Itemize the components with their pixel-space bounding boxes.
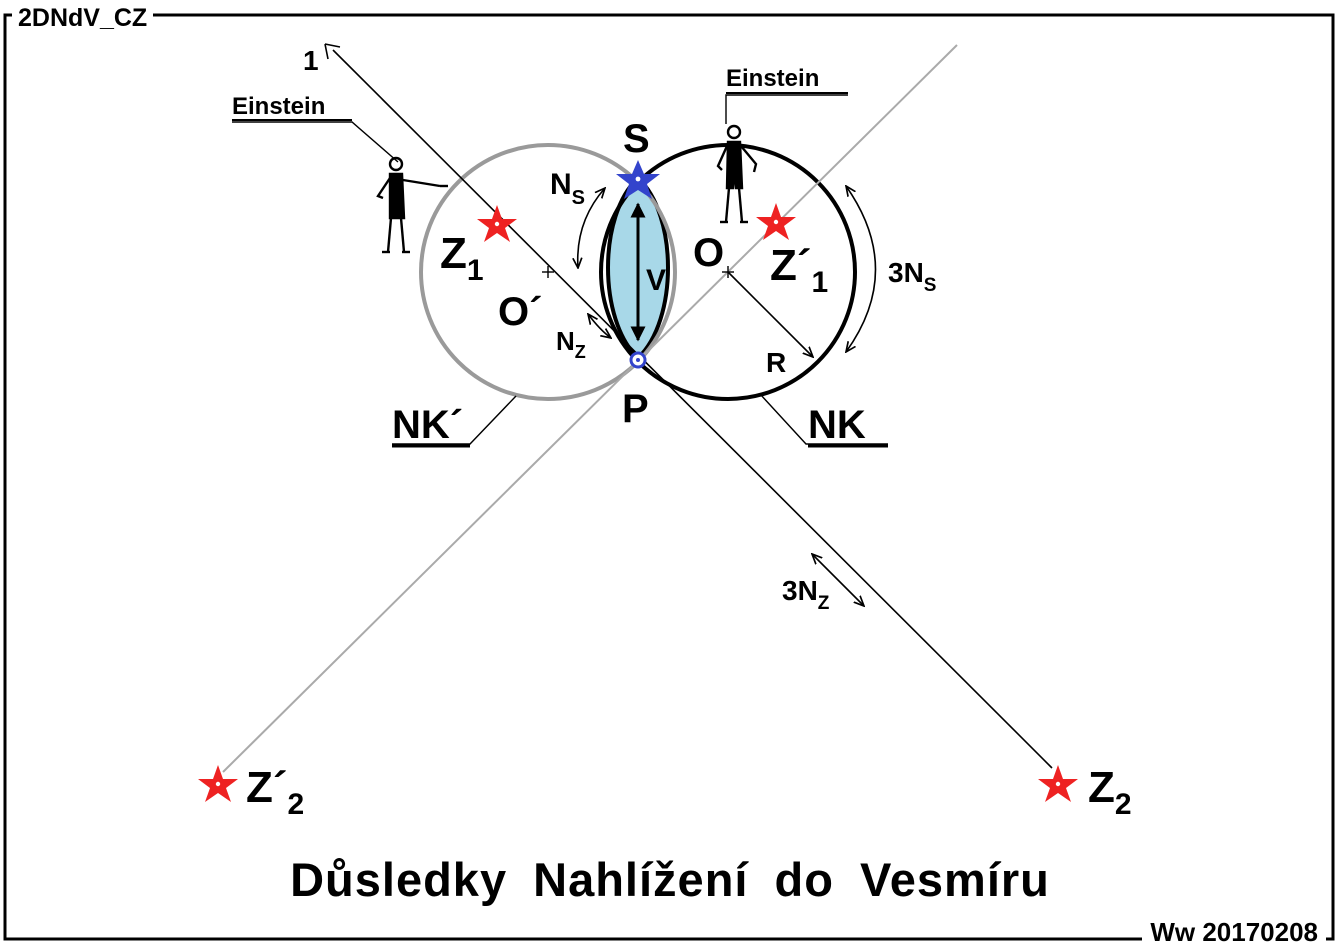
leader-einstein-right: [725, 94, 848, 124]
arc-3ns-arrow: [846, 186, 877, 352]
label-z1: Z1: [440, 229, 484, 287]
label-point-p: P: [622, 387, 649, 431]
einstein-left-figure: [376, 156, 448, 254]
leader-einstein-left: [232, 121, 399, 163]
arc-3nz-arrow: [812, 554, 864, 606]
label-nz: NZ: [556, 326, 586, 362]
label-einstein-right: Einstein: [726, 65, 819, 92]
line-1-diagonal: [332, 49, 1053, 769]
arc-ns-arrow: [578, 188, 605, 268]
radius-line: [727, 271, 813, 357]
label-z2: Z2: [1088, 763, 1132, 821]
label-r: R: [766, 347, 786, 378]
label-v: V: [646, 264, 666, 297]
label-nk-prime: NK´: [392, 403, 463, 447]
star-z2: [1038, 765, 1078, 802]
label-einstein-left: Einstein: [232, 93, 325, 120]
label-z1-prime: Z´1: [770, 241, 828, 299]
figure-title: Důsledky Nahlížení do Vesmíru: [290, 853, 1050, 906]
star-z1-prime: [756, 203, 796, 240]
leader-nk-prime: [392, 395, 517, 445]
center-o-prime-marker: [542, 266, 554, 278]
circle-nk-prime: [419, 143, 677, 401]
frame-border: [3, 13, 1335, 941]
label-nk: NK: [808, 403, 866, 447]
line-grey-diagonal: [222, 44, 958, 773]
star-z1: [477, 205, 517, 242]
label-center-o: O: [693, 231, 724, 275]
line-1-arrowhead: [324, 43, 341, 60]
einstein-right-figure: [716, 124, 758, 224]
arc-nz-arrow: [588, 314, 611, 338]
label-3nz: 3NZ: [782, 575, 830, 614]
center-o-marker: [722, 266, 734, 278]
label-point-s: S: [623, 117, 650, 161]
label-line-1: 1: [303, 45, 319, 76]
label-z2-prime: Z´2: [246, 763, 304, 821]
point-p-marker: [629, 351, 647, 369]
figure-signature: Ww 20170208: [1142, 918, 1326, 946]
leader-nk: [759, 393, 888, 445]
label-center-o-prime: O´: [498, 290, 542, 334]
star-z2-prime: [198, 765, 238, 802]
star-s: [616, 160, 660, 199]
label-3ns: 3NS: [888, 257, 936, 296]
figure-tag: 2DNdV_CZ: [12, 4, 154, 32]
label-ns: NS: [550, 168, 585, 209]
